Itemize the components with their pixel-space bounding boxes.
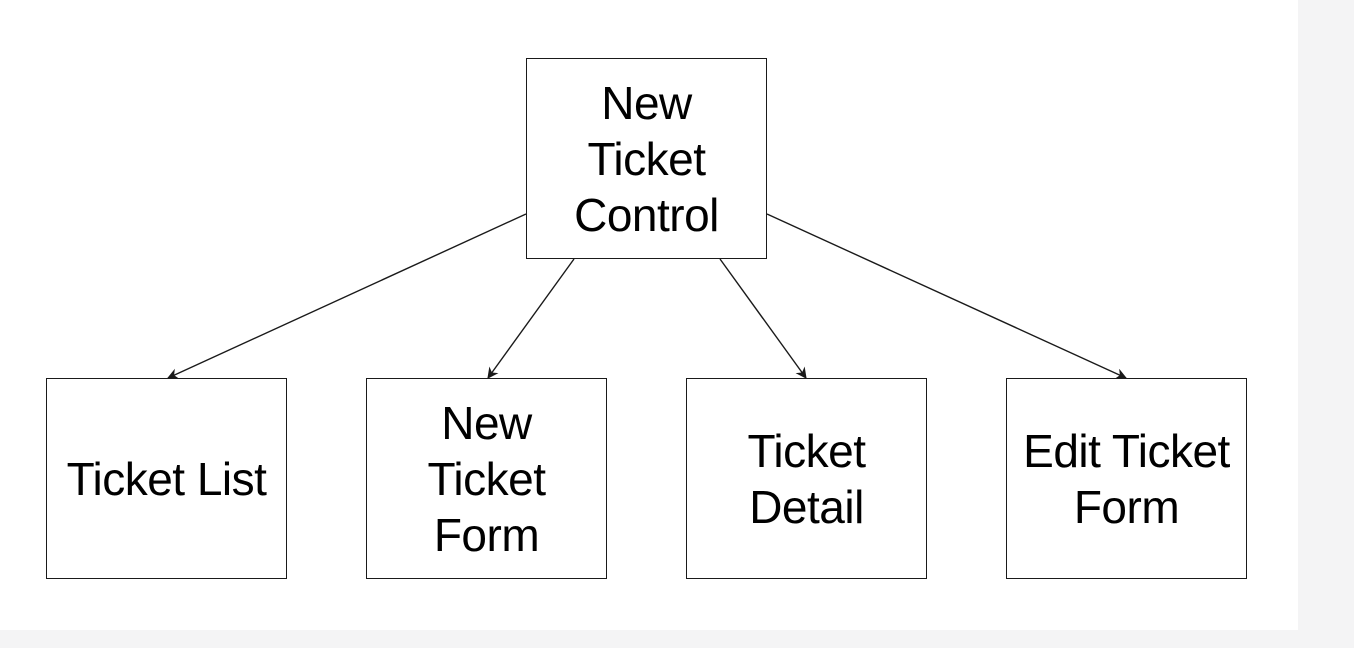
node-edit-ticket-form[interactable]: Edit Ticket Form (1006, 378, 1247, 579)
node-new-ticket-control[interactable]: New Ticket Control (526, 58, 767, 259)
node-label: Ticket List (66, 452, 267, 505)
node-label: Ticket Detail (747, 424, 866, 533)
node-label: New Ticket Control (574, 76, 719, 241)
edge-root-to-edit-ticket-form (766, 213, 1128, 379)
node-label: Edit Ticket Form (1023, 424, 1230, 533)
node-ticket-detail[interactable]: Ticket Detail (686, 378, 927, 579)
node-label: New Ticket Form (427, 396, 546, 561)
node-ticket-list[interactable]: Ticket List (46, 378, 287, 579)
edge-root-to-ticket-list (166, 213, 527, 379)
edge-root-to-ticket-detail (719, 258, 807, 379)
edge-root-to-new-ticket-form (487, 258, 575, 379)
node-new-ticket-form[interactable]: New Ticket Form (366, 378, 607, 579)
